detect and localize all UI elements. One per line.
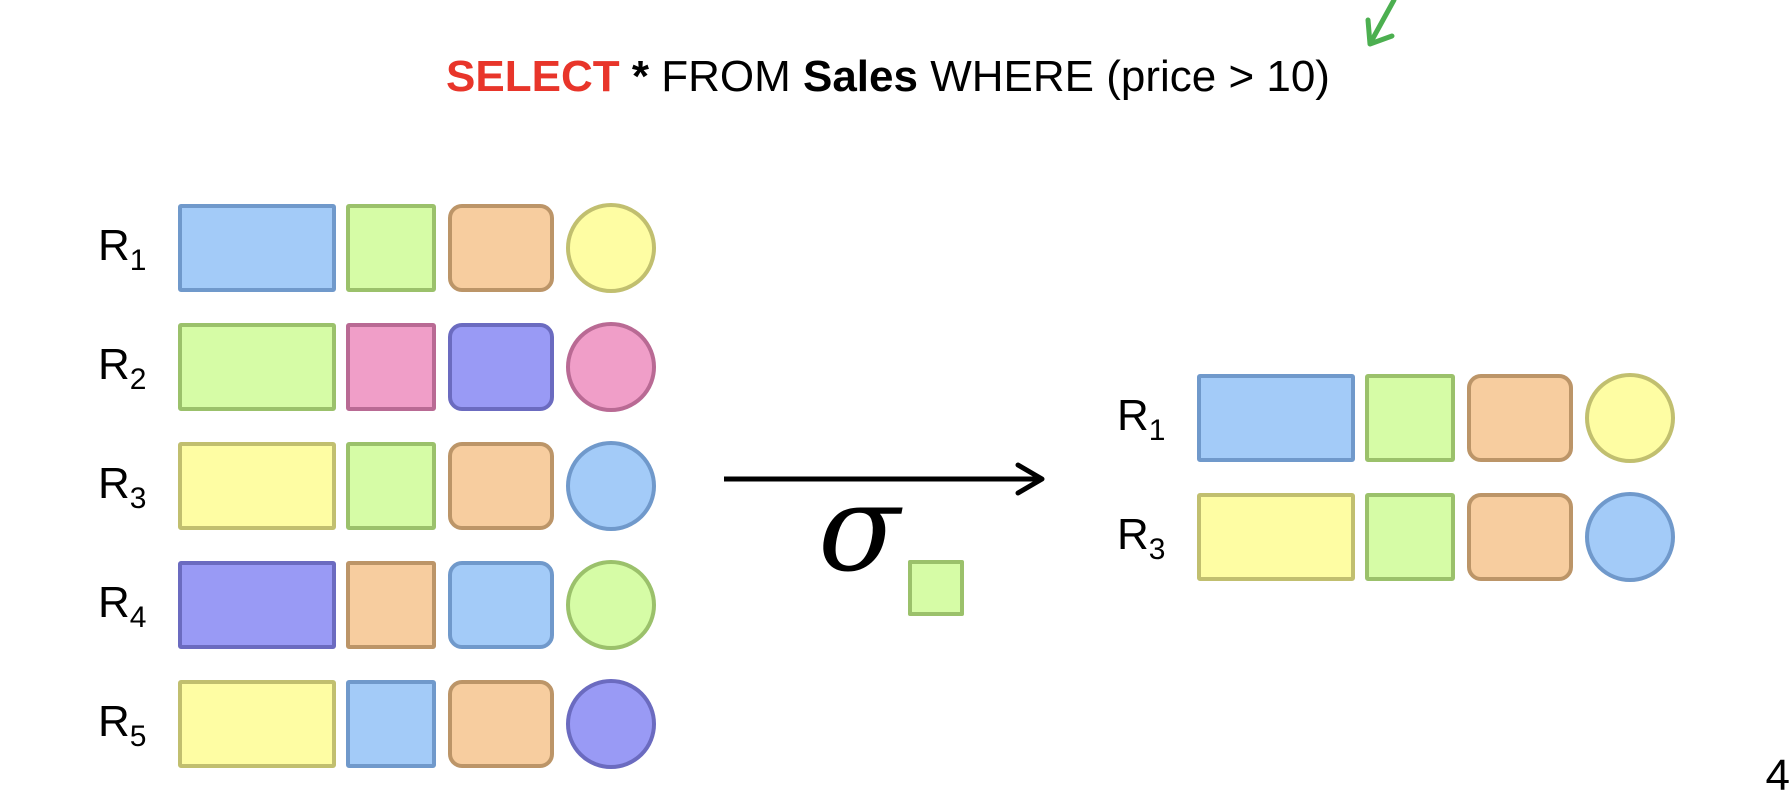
input-r4-attr-cell-1-purple [178, 561, 336, 649]
input-r4-attr-cell-2-orange [346, 561, 436, 649]
sql-where-keyword: WHERE [930, 52, 1094, 101]
output-r1-attr-cell-4-yellow [1585, 373, 1675, 463]
input-r2-attr-cell-4-pink [566, 322, 656, 412]
input-r2-attr-cell-3-purple [448, 323, 554, 411]
sql-query: SELECT * FROM Sales WHERE (price > 10) [0, 52, 1776, 102]
input-row-label-r2: R2 [98, 340, 146, 395]
output-r3-attr-cell-1-yellow [1197, 493, 1355, 581]
input-row-label-r1: R1 [98, 221, 146, 276]
input-r3-attr-cell-1-yellow [178, 442, 336, 530]
row-label-subscript: 1 [129, 244, 147, 277]
sql-from-keyword: FROM [661, 52, 791, 101]
row-label-subscript: 2 [129, 363, 147, 396]
row-label-subscript: 1 [1148, 414, 1166, 447]
input-r2-attr-cell-1-green [178, 323, 336, 411]
row-label-subscript: 4 [129, 601, 147, 634]
row-label-base: R [98, 578, 130, 627]
input-r3-attr-cell-3-orange [448, 442, 554, 530]
row-label-base: R [98, 340, 130, 389]
row-label-base: R [98, 221, 130, 270]
output-row-label-r3: R3 [1117, 510, 1165, 565]
input-r5-attr-cell-4-purple [566, 679, 656, 769]
input-r1-attr-cell-3-orange [448, 204, 554, 292]
sql-condition: (price > 10) [1106, 52, 1330, 101]
row-label-base: R [1117, 510, 1149, 559]
output-r1-attr-cell-1-blue [1197, 374, 1355, 462]
input-r5-attr-cell-3-orange [448, 680, 554, 768]
input-r1-attr-cell-2-green [346, 204, 436, 292]
input-r4-attr-cell-4-green [566, 560, 656, 650]
input-row-label-r4: R4 [98, 578, 146, 633]
sql-star: * [631, 52, 649, 101]
input-row-label-r3: R3 [98, 459, 146, 514]
row-label-base: R [98, 459, 130, 508]
row-label-subscript: 5 [129, 720, 147, 753]
input-r1-attr-cell-4-yellow [566, 203, 656, 293]
page-number: 4 [1765, 751, 1790, 800]
input-row-label-r5: R5 [98, 697, 146, 752]
annotation-arrow [1369, 0, 1397, 43]
input-r3-attr-cell-4-blue [566, 441, 656, 531]
annotation-arrow-head [1365, 17, 1395, 47]
row-label-subscript: 3 [1148, 533, 1166, 566]
output-row-label-r1: R1 [1117, 391, 1165, 446]
input-r5-attr-cell-2-blue [346, 680, 436, 768]
output-r3-attr-cell-4-blue [1585, 492, 1675, 582]
input-r2-attr-cell-2-pink [346, 323, 436, 411]
sql-select-keyword: SELECT [446, 52, 620, 101]
input-r1-attr-cell-1-blue [178, 204, 336, 292]
selection-operator-sigma: σ [818, 460, 900, 599]
output-r3-attr-cell-3-orange [1467, 493, 1573, 581]
row-label-subscript: 3 [129, 482, 147, 515]
output-r1-attr-cell-2-green [1365, 374, 1455, 462]
output-r1-attr-cell-3-orange [1467, 374, 1573, 462]
input-r4-attr-cell-3-blue [448, 561, 554, 649]
row-label-base: R [98, 697, 130, 746]
row-label-base: R [1117, 391, 1149, 440]
sql-table-name: Sales [802, 52, 918, 101]
selection-condition-square [908, 560, 964, 616]
input-r3-attr-cell-2-green [346, 442, 436, 530]
selection-arrow-head [1015, 462, 1045, 496]
input-r5-attr-cell-1-yellow [178, 680, 336, 768]
output-r3-attr-cell-2-green [1365, 493, 1455, 581]
